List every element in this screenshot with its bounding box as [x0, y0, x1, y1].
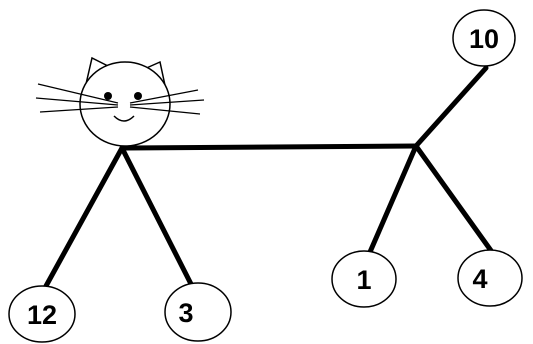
node-circle	[164, 282, 232, 342]
node-1: 1	[331, 250, 397, 308]
whiskers	[35, 83, 205, 115]
front-left-leg	[43, 145, 125, 289]
node-label: 3	[178, 298, 193, 328]
node-circle	[8, 285, 76, 343]
node-12: 12	[8, 285, 76, 343]
body-lines	[43, 65, 495, 289]
node-4: 4	[457, 249, 523, 307]
left-eye	[104, 92, 112, 100]
node-label: 1	[356, 265, 371, 295]
node-label: 4	[472, 264, 487, 294]
tail-line	[413, 65, 489, 149]
right-eye	[134, 92, 142, 100]
back-line	[119, 143, 419, 151]
node-10: 10	[452, 9, 516, 67]
cat-face-icon	[35, 56, 205, 147]
cat-head	[79, 61, 171, 147]
back-right-leg	[413, 143, 495, 255]
back-left-leg	[367, 143, 419, 255]
node-label: 10	[469, 24, 499, 54]
mouth	[113, 115, 135, 122]
node-circle	[452, 9, 516, 67]
node-3: 3	[164, 282, 232, 342]
node-circle	[331, 250, 397, 308]
node-label: 12	[27, 300, 57, 330]
node-circle	[457, 249, 523, 307]
front-right-leg	[119, 145, 195, 289]
